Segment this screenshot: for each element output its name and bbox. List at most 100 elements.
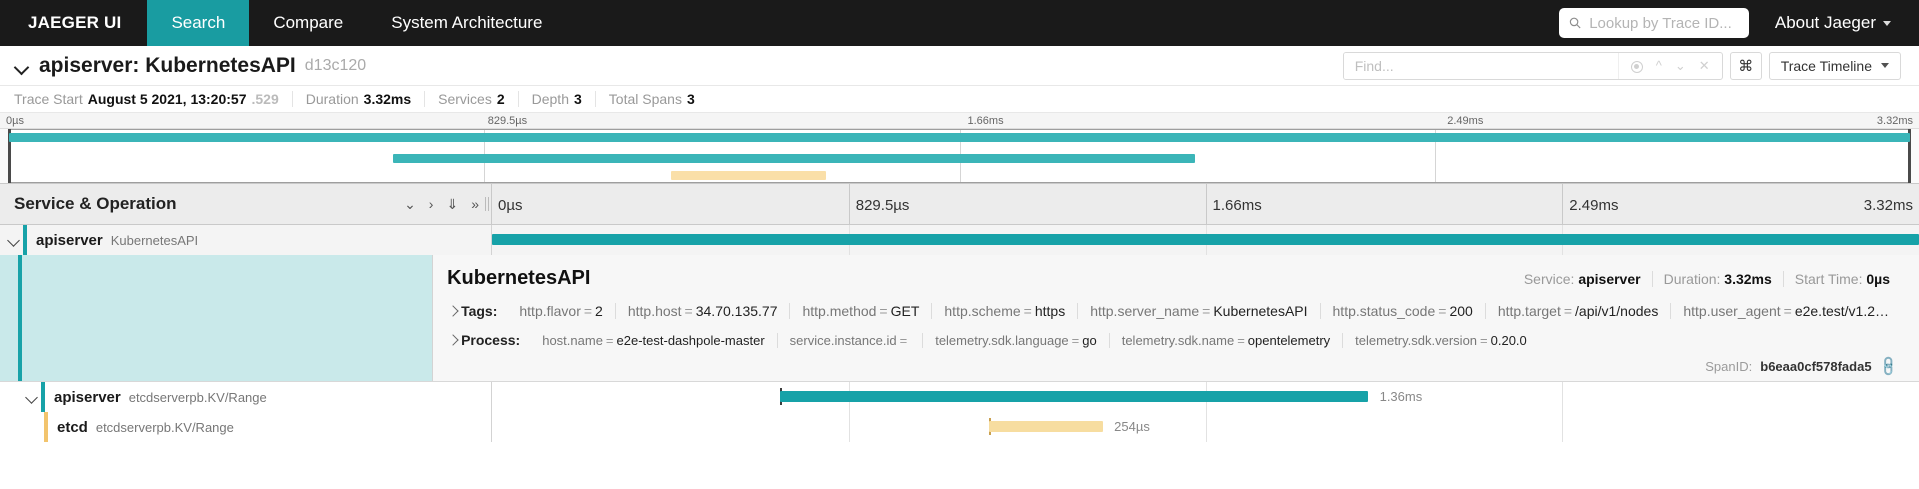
process-chip-3: telemetry.sdk.name=opentelemetry bbox=[1108, 332, 1342, 348]
detail-duration: Duration: 3.32ms bbox=[1651, 271, 1783, 287]
span-duration-bar[interactable] bbox=[988, 421, 1103, 432]
minimap-tick-3: 2.49ms bbox=[1447, 115, 1484, 127]
nav-item-search[interactable]: Search bbox=[147, 0, 250, 46]
meta-trace-start-value: August 5 2021, 13:20:57 bbox=[87, 91, 247, 107]
minimap-span-bar-1 bbox=[393, 154, 1196, 163]
minimap-span-bar-2 bbox=[670, 171, 827, 180]
chevron-down-icon[interactable] bbox=[24, 389, 41, 406]
detail-service-label: Service: bbox=[1523, 271, 1575, 287]
span-detail-title: KubernetesAPI bbox=[447, 267, 591, 289]
copy-link-icon[interactable]: 🔗 bbox=[1876, 354, 1900, 378]
expand-all-icon[interactable]: » bbox=[471, 196, 479, 212]
span-duration-bar[interactable] bbox=[780, 391, 1369, 402]
tag-chip-4: http.server_name=KubernetesAPI bbox=[1077, 303, 1319, 319]
span-color-bar bbox=[44, 412, 48, 442]
meta-total-spans: Total Spans 3 bbox=[594, 91, 708, 107]
timeline-tick-2: 1.66ms bbox=[1212, 197, 1262, 214]
chevron-down-icon[interactable] bbox=[6, 232, 23, 249]
span-operation-name: etcdserverpb.KV/Range bbox=[95, 419, 234, 435]
chevron-right-icon[interactable] bbox=[447, 304, 461, 318]
span-duration-label: 1.36ms bbox=[1379, 389, 1423, 404]
meta-trace-start-label: Trace Start bbox=[14, 91, 83, 107]
nav-item-system-architecture[interactable]: System Architecture bbox=[391, 13, 543, 32]
focus-match-icon[interactable] bbox=[1630, 58, 1643, 73]
find-box[interactable]: ^ ⌄ ✕ bbox=[1342, 51, 1723, 80]
meta-services-label: Services bbox=[438, 91, 492, 107]
detail-service-value: apiserver bbox=[1578, 271, 1641, 287]
collapse-trace-icon[interactable] bbox=[14, 58, 30, 74]
page-title: apiserver: KubernetesAPI bbox=[39, 53, 296, 77]
collapse-all-icon[interactable]: ⇓ bbox=[446, 196, 459, 212]
detail-duration-label: Duration: bbox=[1663, 271, 1721, 287]
minimap-span-bar-0 bbox=[9, 133, 1910, 142]
trace-id-lookup[interactable] bbox=[1558, 8, 1749, 38]
minimap-tick-1: 829.5µs bbox=[487, 115, 528, 127]
span-row-bar-cell[interactable]: 1.36ms bbox=[492, 382, 1919, 412]
span-detail-summary: Service: apiserver Duration: 3.32ms Star… bbox=[1513, 271, 1901, 287]
about-jaeger-label: About Jaeger bbox=[1774, 13, 1876, 32]
meta-services: Services 2 bbox=[424, 91, 517, 107]
view-mode-select[interactable]: Trace Timeline bbox=[1768, 51, 1901, 80]
span-operation-name: etcdserverpb.KV/Range bbox=[128, 389, 267, 405]
detail-duration-value: 3.32ms bbox=[1724, 271, 1772, 287]
collapse-one-icon[interactable]: ⌄ bbox=[404, 196, 416, 212]
span-id-value: b6eaa0cf578fada5 bbox=[1760, 359, 1872, 374]
chevron-down-icon bbox=[1881, 63, 1889, 68]
keyboard-shortcuts-button[interactable]: ⌘ bbox=[1729, 51, 1762, 80]
span-detail-content: KubernetesAPI Service: apiserver Duratio… bbox=[433, 255, 1919, 381]
trace-minimap[interactable]: 0µs 829.5µs 1.66ms 2.49ms 3.32ms bbox=[0, 112, 1919, 183]
column-title: Service & Operation bbox=[14, 194, 177, 213]
minimap-tick-2: 1.66ms bbox=[967, 115, 1004, 127]
table-row[interactable]: etcd etcdserverpb.KV/Range 254µs bbox=[0, 412, 1919, 442]
process-chip-2: telemetry.sdk.language=go bbox=[922, 332, 1109, 348]
minimap-tick-0: 0µs bbox=[6, 115, 24, 127]
span-detail-panel: KubernetesAPI Service: apiserver Duratio… bbox=[0, 255, 1919, 381]
span-service-name: apiserver bbox=[36, 231, 103, 249]
detail-service: Service: apiserver bbox=[1513, 271, 1652, 287]
span-service-name: apiserver bbox=[54, 388, 121, 406]
meta-duration-value: 3.32ms bbox=[363, 91, 412, 107]
view-mode-label: Trace Timeline bbox=[1780, 57, 1872, 74]
timeline-gridline bbox=[848, 184, 850, 224]
span-row-label-cell[interactable]: apiserver KubernetesAPI bbox=[0, 225, 492, 255]
column-resize-grip[interactable] bbox=[485, 197, 489, 211]
span-row-bar-cell[interactable] bbox=[492, 225, 1919, 255]
process-row[interactable]: Process: host.name=e2e-test-dashpole-mas… bbox=[447, 332, 1901, 348]
tag-chip-5: http.status_code=200 bbox=[1319, 303, 1485, 319]
minimap-drag-handle-right[interactable] bbox=[1908, 129, 1911, 183]
tag-chip-2: http.method=GET bbox=[789, 303, 931, 319]
process-chip-4: telemetry.sdk.version=0.20.0 bbox=[1342, 332, 1539, 348]
span-row-label-cell[interactable]: etcd etcdserverpb.KV/Range bbox=[0, 412, 492, 442]
minimap-drag-handle-left[interactable] bbox=[8, 129, 11, 183]
span-row-label-cell[interactable]: apiserver etcdserverpb.KV/Range bbox=[0, 382, 492, 412]
minimap-tick-4: 3.32ms bbox=[1876, 115, 1913, 127]
nav-item-compare[interactable]: Compare bbox=[273, 13, 344, 32]
detail-start-label: Start Time: bbox=[1794, 271, 1863, 287]
trace-header: apiserver: KubernetesAPI d13c120 ^ ⌄ ✕ ⌘… bbox=[0, 46, 1919, 86]
next-match-icon[interactable]: ⌄ bbox=[1674, 58, 1686, 73]
trace-id-input[interactable] bbox=[1589, 14, 1739, 32]
jaeger-brand[interactable]: JAEGER UI bbox=[28, 13, 122, 32]
prev-match-icon[interactable]: ^ bbox=[1655, 58, 1662, 73]
find-input[interactable] bbox=[1343, 52, 1618, 79]
timeline-tick-3: 2.49ms bbox=[1569, 197, 1619, 214]
table-row[interactable]: apiserver etcdserverpb.KV/Range 1.36ms bbox=[0, 382, 1919, 412]
meta-total-spans-label: Total Spans bbox=[608, 91, 682, 107]
span-duration-label: 254µs bbox=[1114, 419, 1150, 434]
span-service-name: etcd bbox=[57, 418, 88, 436]
table-row[interactable]: apiserver KubernetesAPI bbox=[0, 225, 1919, 255]
span-operation-name: KubernetesAPI bbox=[110, 232, 199, 248]
span-detail-gutter bbox=[0, 255, 434, 381]
expand-one-icon[interactable]: › bbox=[428, 196, 434, 212]
span-duration-bar[interactable] bbox=[492, 234, 1919, 245]
span-row-bar-cell[interactable]: 254µs bbox=[492, 412, 1919, 442]
clear-search-icon[interactable]: ✕ bbox=[1698, 58, 1710, 73]
chevron-right-icon[interactable] bbox=[447, 333, 461, 347]
about-jaeger-menu[interactable]: About Jaeger bbox=[1775, 0, 1919, 46]
span-id-row: SpanID: b6eaa0cf578fada5 🔗 bbox=[447, 354, 1901, 378]
minimap-canvas[interactable] bbox=[8, 129, 1911, 183]
